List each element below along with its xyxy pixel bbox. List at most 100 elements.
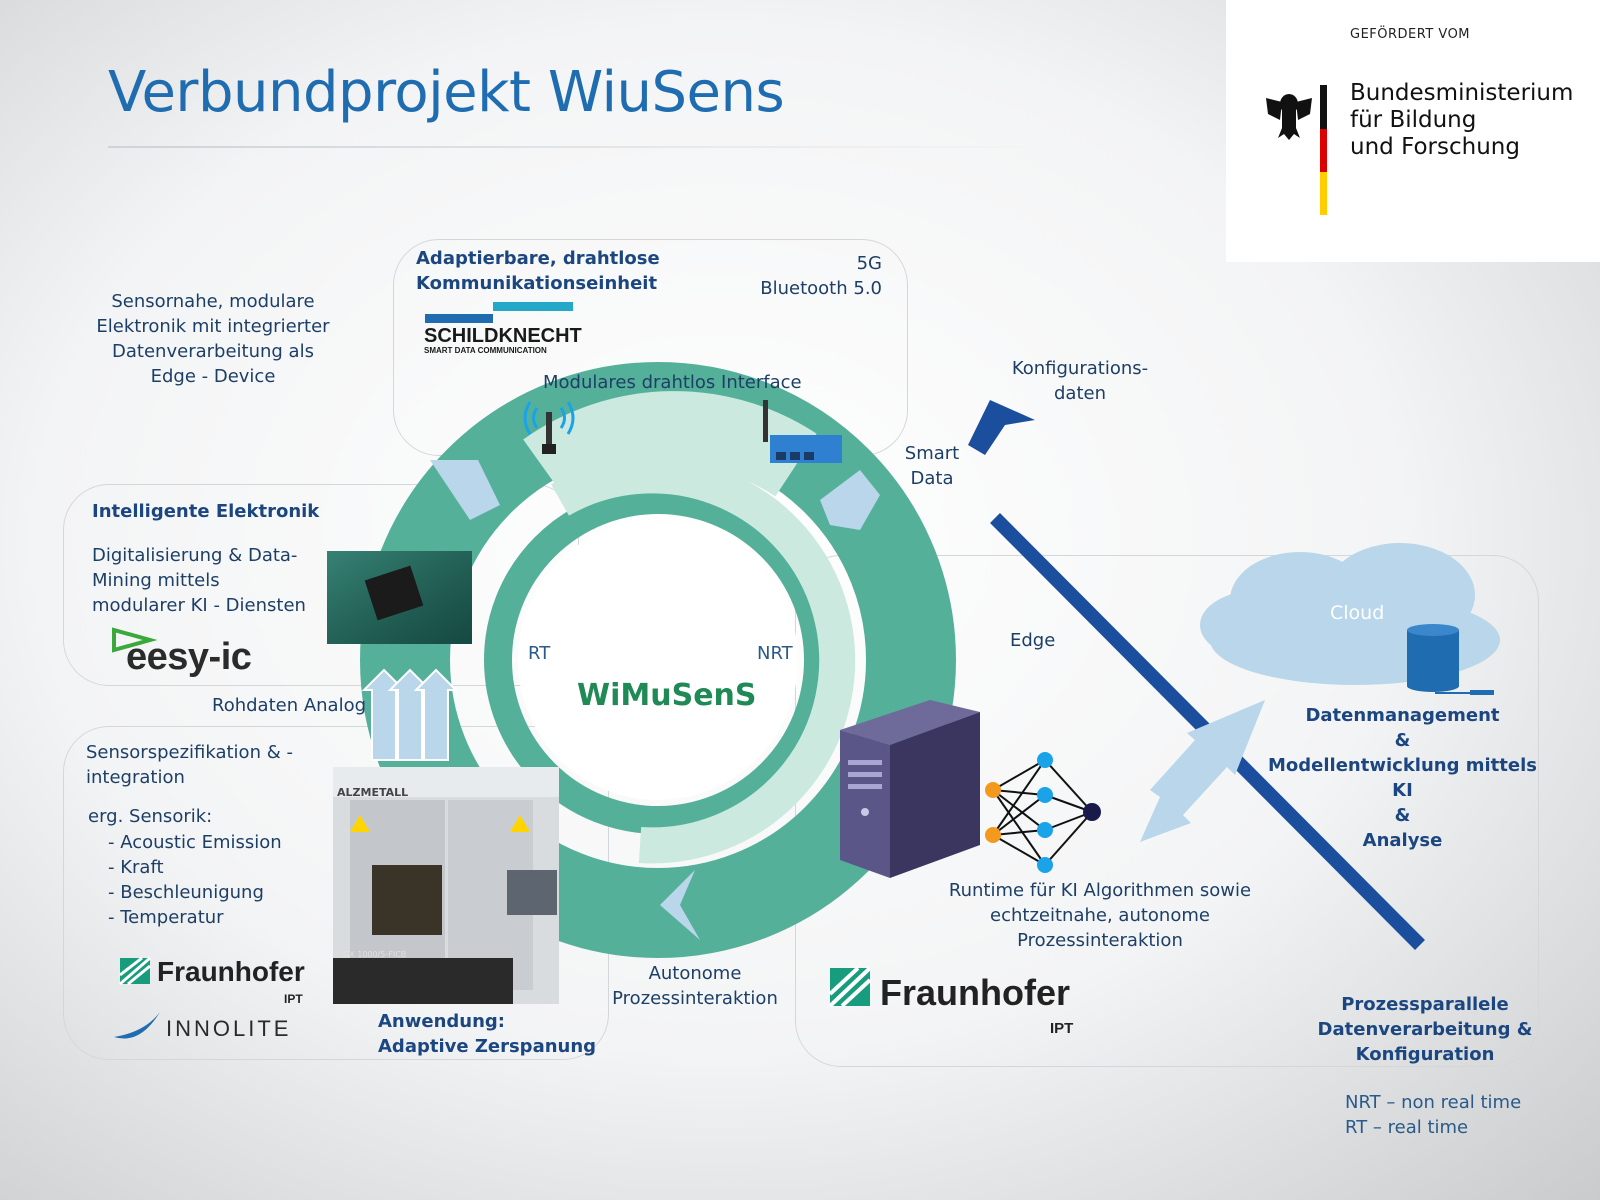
prozess-line: Prozessparallele xyxy=(1341,994,1509,1015)
edge-device-text: Sensornahe, modulare Elektronik mit inte… xyxy=(88,289,338,389)
comm-unit-title-line: Kommunikationseinheit xyxy=(416,273,658,294)
eagle-flag-icon xyxy=(1266,85,1327,215)
intelligent-title: Intelligente Elektronik xyxy=(92,501,320,522)
smart-data-line: Smart xyxy=(904,443,960,464)
eesy-ic-logo: eesy-ic xyxy=(126,636,252,678)
smart-data-label: Smart Data xyxy=(902,441,962,491)
edge-device-line: Sensornahe, modulare xyxy=(111,291,315,312)
autonome-line: Prozessinteraktion xyxy=(612,988,778,1009)
sensor-list: - Acoustic Emission - Kraft - Beschleuni… xyxy=(108,830,282,930)
edge-label: Edge xyxy=(1010,630,1056,651)
sensor-item: - Beschleunigung xyxy=(108,882,264,903)
interface-label: Modulares drahtlos Interface xyxy=(543,372,802,393)
inner-ring-light xyxy=(551,457,856,864)
intelligent-line: Mining mittels xyxy=(92,570,220,591)
intelligent-text: Digitalisierung & Data- Mining mittels m… xyxy=(92,543,306,618)
schildknecht-logo-bar xyxy=(493,302,573,311)
ring-center xyxy=(518,520,798,800)
anwendung-label: Anwendung: Adaptive Zerspanung xyxy=(378,1009,596,1059)
edge-device-line: Elektronik mit integrierter xyxy=(96,316,330,337)
chip-image xyxy=(327,551,472,644)
funder-name-line: und Forschung xyxy=(1350,134,1520,160)
fraunhofer-logo-icon xyxy=(828,966,872,1008)
edge-device-line: Edge - Device xyxy=(150,366,276,387)
legend-rt: RT – real time xyxy=(1345,1117,1469,1138)
sensor-title: Sensorspezifikation & - integration xyxy=(86,740,293,790)
fraunhofer-ipt-large: IPT xyxy=(1050,1020,1074,1037)
sensor-extra-title: erg. Sensorik: xyxy=(88,806,213,827)
funder-panel xyxy=(1226,0,1600,262)
config-data-line: daten xyxy=(1054,383,1106,404)
runtime-text: Runtime für KI Algorithmen sowie echtzei… xyxy=(930,878,1270,953)
schildknecht-logo-bar xyxy=(425,314,493,323)
ring-arrow-icon xyxy=(660,870,700,940)
cloud-text: Datenmanagement & Modellentwicklung mitt… xyxy=(1265,703,1540,853)
sensor-title-line: Sensorspezifikation & - xyxy=(86,742,293,763)
fraunhofer-ipt-small: IPT xyxy=(284,992,303,1006)
edge-cloud-box xyxy=(795,555,1539,1067)
antenna-icon xyxy=(523,401,575,454)
sensor-item: - Acoustic Emission xyxy=(108,832,282,853)
innolite-logo: INNOLITE xyxy=(166,1016,292,1041)
innolite-logo-icon xyxy=(114,1012,160,1039)
machine-brand: ALZMETALL xyxy=(337,786,409,799)
database-icon xyxy=(1407,624,1494,695)
autonome-label: Autonome Prozessinteraktion xyxy=(605,961,785,1011)
raw-data-label: Rohdaten Analog xyxy=(212,695,367,716)
prozess-line: Konfiguration xyxy=(1355,1044,1495,1065)
comm-unit-title-line: Adaptierbare, drahtlose xyxy=(416,248,660,269)
config-arrow-icon xyxy=(968,400,1035,455)
cloud-label: Cloud xyxy=(1330,602,1385,624)
funder-label: GEFÖRDERT VOM xyxy=(1350,27,1471,42)
anwendung-line: Anwendung: xyxy=(378,1011,505,1032)
fraunhofer-logo-small: Fraunhofer xyxy=(157,956,305,987)
title-divider xyxy=(108,146,1068,148)
config-data-label: Konfigurations- daten xyxy=(1000,356,1160,406)
schildknecht-logo: SCHILDKNECHT xyxy=(424,325,582,347)
cloud-line: & xyxy=(1394,730,1411,751)
machine-image xyxy=(333,767,559,1004)
raw-data-arrows-icon xyxy=(361,668,459,761)
ring-arrow-icon xyxy=(430,460,500,520)
autonome-line: Autonome xyxy=(648,963,742,984)
prozess-text: Prozessparallele Datenverarbeitung & Kon… xyxy=(1310,992,1540,1067)
funder-name: Bundesministerium für Bildung und Forsch… xyxy=(1350,80,1573,161)
intelligent-line: Digitalisierung & Data- xyxy=(92,545,298,566)
runtime-line: Runtime für KI Algorithmen sowie xyxy=(948,880,1252,901)
legend: NRT – non real time RT – real time xyxy=(1345,1090,1521,1140)
machine-model: GX 1000/5-FICB xyxy=(343,950,407,959)
sensor-item: - Kraft xyxy=(108,857,164,878)
prozess-line: Datenverarbeitung & xyxy=(1317,1019,1533,1040)
funder-name-line: Bundesministerium xyxy=(1350,80,1574,106)
cloud-line: Analyse xyxy=(1362,830,1443,851)
rt-label: RT xyxy=(528,643,551,664)
fraunhofer-logo-icon xyxy=(119,956,151,986)
neural-nodes-icon xyxy=(985,752,1101,873)
inner-ring xyxy=(484,486,832,834)
server-icon xyxy=(840,700,980,878)
anwendung-line: Adaptive Zerspanung xyxy=(378,1036,597,1057)
page-title: Verbundprojekt WiuSens xyxy=(108,60,785,125)
ring-arrow-icon xyxy=(820,470,880,530)
cloud-line: Datenmanagement xyxy=(1305,705,1500,726)
cloud-exchange-arrow-icon xyxy=(1140,700,1265,842)
eesy-ic-logo-icon xyxy=(112,627,158,653)
config-data-line: Konfigurations- xyxy=(1011,358,1149,379)
protocol-5g: 5G xyxy=(856,253,882,274)
fraunhofer-logo-large: Fraunhofer xyxy=(880,972,1071,1013)
nrt-label: NRT xyxy=(757,643,793,664)
runtime-line: echtzeitnahe, autonome xyxy=(990,905,1210,926)
smart-data-line: Data xyxy=(910,468,954,489)
intelligent-line: modularer KI - Diensten xyxy=(92,595,306,616)
router-icon xyxy=(763,400,842,463)
schildknecht-tagline: SMART DATA COMMUNICATION xyxy=(424,346,547,355)
wimusens-label: WiMuSenS xyxy=(577,678,757,713)
interface-ring-segment xyxy=(523,391,817,501)
comm-unit-title: Adaptierbare, drahtlose Kommunikationsei… xyxy=(416,246,660,296)
runtime-line: Prozessinteraktion xyxy=(1017,930,1183,951)
neural-network-icon xyxy=(992,759,1093,866)
cloud-line: Modellentwicklung mittels KI xyxy=(1268,755,1537,801)
legend-nrt: NRT – non real time xyxy=(1345,1092,1522,1113)
sensor-title-line: integration xyxy=(86,767,185,788)
